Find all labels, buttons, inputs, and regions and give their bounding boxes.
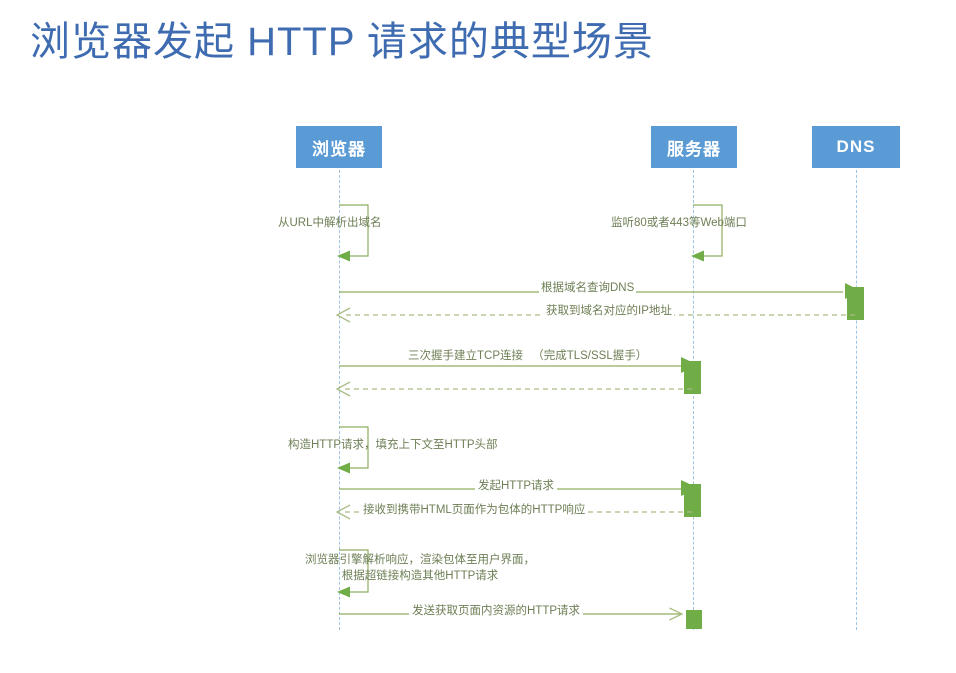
- label-build-http-request: 构造HTTP请求，填充上下文至HTTP头部: [288, 439, 498, 451]
- label-render-page: 浏览器引擎解析响应，渲染包体至用户界面， 根据超链接构造其他HTTP请求: [255, 552, 585, 584]
- arrow-parse-domain: [337, 204, 369, 262]
- label-listen-port: 监听80或者443等Web端口: [611, 217, 747, 229]
- lifeline-server: [693, 170, 694, 630]
- label-render-page-line2: 根据超链接构造其他HTTP请求: [341, 570, 499, 582]
- activation-server-tcp: [684, 361, 701, 394]
- participant-dns[interactable]: DNS: [812, 126, 900, 168]
- label-dns-query: 根据域名查询DNS: [539, 281, 637, 296]
- label-tcp-handshake: 三次握手建立TCP连接 （完成TLS/SSL握手）: [405, 348, 651, 364]
- label-http-request: 发起HTTP请求: [475, 479, 558, 494]
- label-dns-response: 获取到域名对应的IP地址: [544, 304, 674, 319]
- activation-server-resource: [686, 610, 702, 629]
- label-subresource-request: 发送获取页面内资源的HTTP请求: [409, 604, 584, 619]
- participant-browser[interactable]: 浏览器: [296, 126, 382, 168]
- activation-dns-dnslookup: [847, 287, 864, 320]
- arrow-tcp-established: [335, 381, 692, 397]
- lifeline-browser: [339, 170, 340, 630]
- page-title: 浏览器发起 HTTP 请求的典型场景: [30, 20, 654, 64]
- label-render-page-line1: 浏览器引擎解析响应，渲染包体至用户界面，: [305, 554, 535, 566]
- label-http-response: 接收到携带HTML页面作为包体的HTTP响应: [360, 503, 589, 518]
- participant-browser-label: 浏览器: [312, 139, 366, 159]
- participant-server[interactable]: 服务器: [651, 126, 737, 168]
- participant-dns-label: DNS: [836, 137, 876, 156]
- activation-server-http: [684, 484, 701, 517]
- arrow-listen-port: [691, 204, 723, 262]
- label-tcp-handshake-line1: 三次握手建立TCP连接: [405, 348, 526, 364]
- lifeline-dns: [856, 170, 857, 630]
- label-parse-domain: 从URL中解析出域名: [278, 217, 382, 229]
- label-tcp-handshake-line2: （完成TLS/SSL握手）: [529, 348, 651, 364]
- participant-server-label: 服务器: [667, 139, 721, 159]
